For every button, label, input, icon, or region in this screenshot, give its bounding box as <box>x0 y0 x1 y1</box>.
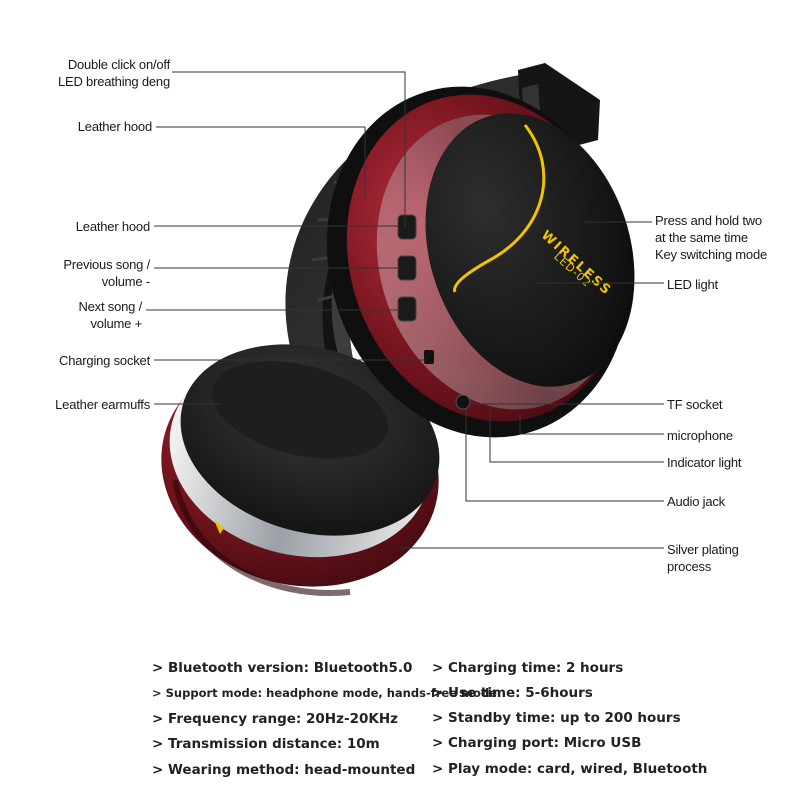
callout-next-song: Next song / volume + <box>78 299 142 331</box>
spec-support-mode: > Support mode: headphone mode, hands-fr… <box>152 686 497 700</box>
callout-previous-song: Previous song / volume - <box>63 257 150 289</box>
spec-use-time: > Use time: 5-6hours <box>432 685 593 701</box>
callout-indicator-light: Indicator light <box>667 455 742 470</box>
led-light-strip <box>453 124 546 293</box>
spec-charging-time: > Charging time: 2 hours <box>432 660 624 676</box>
callout-charging-socket: Charging socket <box>59 353 150 368</box>
spec-charging-port: > Charging port: Micro USB <box>432 735 642 751</box>
callout-leather-hood-top: Leather hood <box>77 119 152 134</box>
left-earcup <box>161 344 440 596</box>
callout-leather-hood-side: Leather hood <box>75 219 150 234</box>
right-earcup <box>326 86 635 438</box>
callout-double-click: Double click on/off LED breathing deng <box>57 57 170 89</box>
callout-led-light: LED light <box>667 277 718 292</box>
callout-press-hold: Press and hold two at the same time Key … <box>655 213 768 262</box>
spec-transmission-distance: > Transmission distance: 10m <box>152 736 380 752</box>
spec-wearing-method: > Wearing method: head-mounted <box>152 762 416 778</box>
spec-frequency-range: > Frequency range: 20Hz-20KHz <box>152 711 398 727</box>
spec-play-mode: > Play mode: card, wired, Bluetooth <box>432 761 708 777</box>
spec-standby-time: > Standby time: up to 200 hours <box>432 710 681 726</box>
callout-leather-earmuffs: Leather earmuffs <box>55 397 150 412</box>
callout-audio-jack: Audio jack <box>667 494 725 509</box>
spec-bluetooth-version: > Bluetooth version: Bluetooth5.0 <box>152 660 413 676</box>
callout-tf-socket: TF socket <box>667 397 723 412</box>
callout-silver-plating: Silver plating process <box>667 542 739 574</box>
callout-microphone: microphone <box>667 428 733 443</box>
